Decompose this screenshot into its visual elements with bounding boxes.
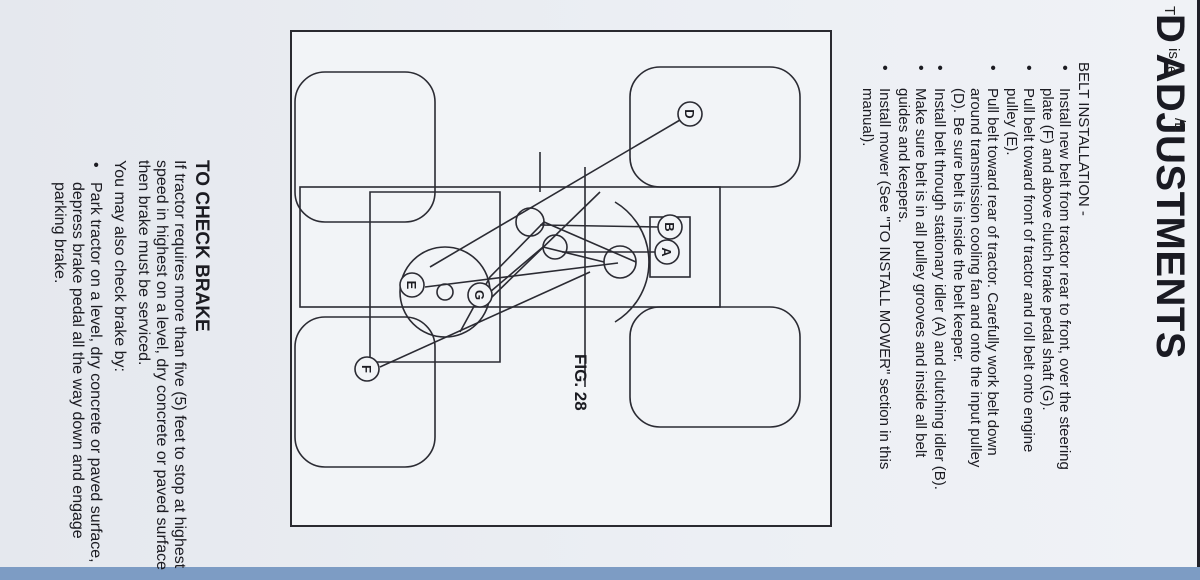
idler-pulley-b <box>515 207 545 237</box>
front-left-wheel <box>629 66 801 188</box>
list-item: Make sure belt is in all pulley grooves … <box>895 62 929 492</box>
leader-f <box>379 271 591 368</box>
steering-plate-arc <box>614 201 650 323</box>
tractor-frame <box>299 186 721 308</box>
rotated-page-content: D ADJUSTMENTS T is. e. /E . BELT INSTALL… <box>0 0 1200 567</box>
check-brake-heading: TO CHECK BRAKE <box>191 160 212 332</box>
belt-routing-diagram: D A B G E F <box>294 66 801 468</box>
leader-b <box>539 224 659 228</box>
check-brake-paragraph: If tractor requires more than five (5) f… <box>135 160 188 571</box>
callout-b-label: B <box>662 222 677 231</box>
drive-belt <box>459 221 637 333</box>
fragment-text: T <box>1161 6 1178 16</box>
belt-installation-section: BELT INSTALLATION - Install new belt fro… <box>857 62 1092 492</box>
callout-a-label: A <box>659 247 674 257</box>
fragment-text: . <box>1165 154 1182 159</box>
rear-right-wheel <box>294 316 436 468</box>
callout-d-circle <box>677 101 703 127</box>
callout-e-label: E <box>404 281 419 290</box>
fragment-text: is. <box>1165 48 1182 63</box>
list-item: Install belt through stationary idler (A… <box>931 62 948 492</box>
list-item: Pull belt toward front of tractor and ro… <box>1003 62 1037 492</box>
callout-g-label: G <box>472 290 487 300</box>
fragment-text: /E <box>1171 118 1188 133</box>
check-brake-steps: Park tractor on a level, dry concrete or… <box>50 160 104 580</box>
callout-g-circle <box>467 282 493 308</box>
leader-d <box>429 119 681 268</box>
belt-installation-steps: Install new belt from tractor rear to fr… <box>859 62 1073 492</box>
callout-f-label: F <box>359 365 374 373</box>
leader-g <box>491 191 601 298</box>
rear-left-wheel <box>294 71 436 223</box>
belt-diagram-figure: D A B G E F FIG. 28 <box>290 30 832 527</box>
list-item: Install mower (See "TO INSTALL MOWER" se… <box>859 62 893 492</box>
callout-a-circle <box>654 239 680 265</box>
list-item: Install new belt from tractor rear to fr… <box>1039 62 1073 492</box>
manual-page: D ADJUSTMENTS T is. e. /E . BELT INSTALL… <box>0 0 1200 567</box>
callout-d-label: D <box>682 109 697 118</box>
leader-e <box>424 262 619 288</box>
callout-b-circle <box>657 214 683 240</box>
list-item: Park tractor on a level, dry concrete or… <box>50 160 104 580</box>
callout-e-circle <box>399 272 425 298</box>
callout-f-circle <box>354 356 380 382</box>
front-right-wheel <box>629 306 801 428</box>
input-pulley-hub <box>436 283 454 301</box>
figure-caption: FIG. 28 <box>571 354 590 411</box>
belt-installation-heading: BELT INSTALLATION - <box>1075 62 1092 216</box>
fragment-text: e. <box>1163 66 1180 79</box>
idler-pulley-a <box>542 234 568 260</box>
check-brake-section: TO CHECK BRAKE If tractor requires more … <box>50 160 212 580</box>
list-item: Pull belt toward rear of tractor. Carefu… <box>950 62 1001 492</box>
check-brake-intro: You may also check brake by: <box>111 160 128 372</box>
